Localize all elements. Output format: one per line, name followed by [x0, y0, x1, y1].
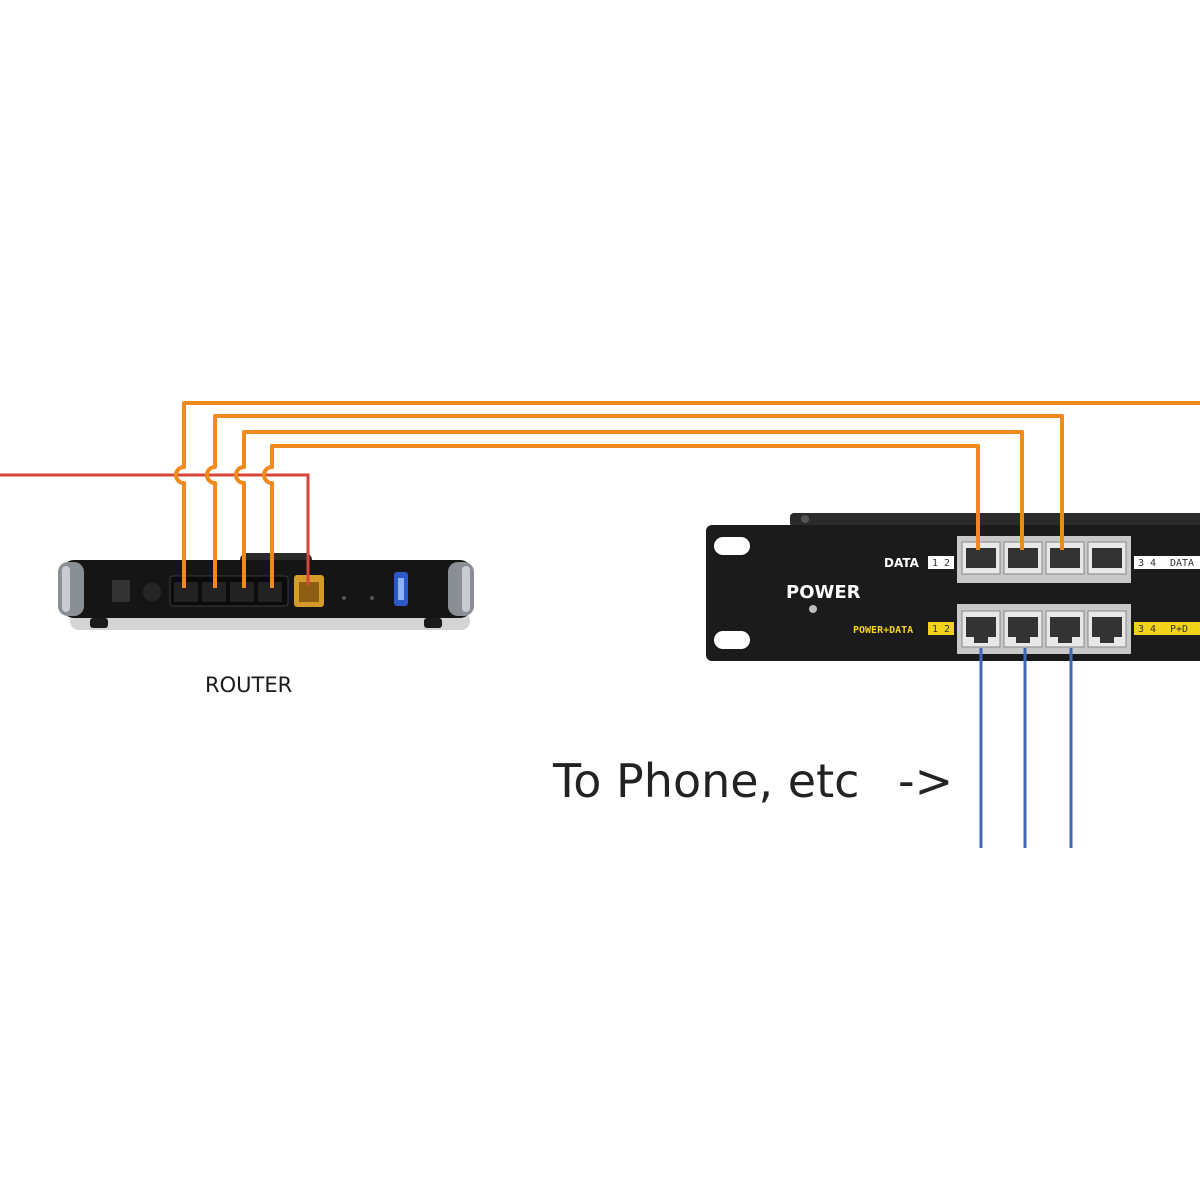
poe-cables	[979, 648, 1073, 848]
usb-port-inner	[398, 578, 404, 600]
router-wan-port-inner	[299, 582, 319, 602]
data-port-3-jack	[1050, 548, 1080, 568]
data-ports-left-text: 1 2	[932, 558, 950, 569]
panel-top-lip	[790, 513, 1200, 527]
router-lan-port-2	[202, 582, 226, 602]
pd-ports-right-text: 3 4	[1138, 624, 1156, 635]
pd-port-3-jack	[1050, 617, 1080, 643]
pd-ports-left-tag	[928, 622, 954, 635]
router-right-cap	[448, 562, 474, 616]
data-ports-right-tag	[1134, 556, 1200, 569]
data-cables	[174, 401, 1200, 588]
led-icon	[342, 596, 346, 600]
screw-icon	[801, 515, 809, 523]
pd-port-2-jack	[1008, 617, 1038, 643]
router-label: ROUTER	[205, 673, 292, 697]
data-cable-2	[205, 414, 1064, 588]
data-port-1-jack	[966, 548, 996, 568]
router-feet-right	[424, 618, 442, 628]
reset-button-icon	[143, 583, 161, 601]
router-right-cap-shine	[462, 566, 470, 612]
power-data-row-label: POWER+DATA	[853, 625, 913, 636]
rack-ear-slot-top	[714, 537, 750, 555]
pd-ports-right-tag	[1134, 622, 1200, 635]
power-jack-icon	[112, 580, 130, 602]
data-right-label: DATA	[1170, 558, 1194, 569]
data-cable-1	[174, 401, 1200, 588]
power-led-icon	[809, 605, 817, 613]
arrow-label: ->	[898, 754, 953, 808]
pd-port-4-jack	[1092, 617, 1122, 643]
data-port-4-jack	[1092, 548, 1122, 568]
router-left-cap-shine	[62, 566, 70, 612]
router-left-cap	[58, 562, 84, 616]
rack-ear-slot-bottom	[714, 631, 750, 649]
router-device	[58, 553, 474, 630]
router-lan-port-4	[258, 582, 282, 602]
router-lan-port-3	[230, 582, 254, 602]
pd-port-1-jack	[966, 617, 996, 643]
wan-cable-line	[0, 473, 310, 585]
data-ports-left-tag	[928, 556, 954, 569]
data-ports-right-text: 3 4	[1138, 558, 1156, 569]
data-cable-4	[262, 444, 980, 588]
led-icon	[370, 596, 374, 600]
router-lan-port-1	[174, 582, 198, 602]
poe-panel-device: POWER DATA 1 2 3 4 DATA POWER+DATA 1 2 3	[706, 513, 1200, 661]
data-row-label: DATA	[884, 556, 920, 570]
power-label: POWER	[786, 582, 861, 603]
router-feet-left	[90, 618, 108, 628]
pd-ports-left-text: 1 2	[932, 624, 950, 635]
data-cable-3	[234, 430, 1024, 588]
to-phone-label: To Phone, etc	[552, 754, 859, 808]
pd-right-label: P+D	[1170, 624, 1188, 635]
wan-cable	[0, 473, 310, 585]
data-port-2-jack	[1008, 548, 1038, 568]
